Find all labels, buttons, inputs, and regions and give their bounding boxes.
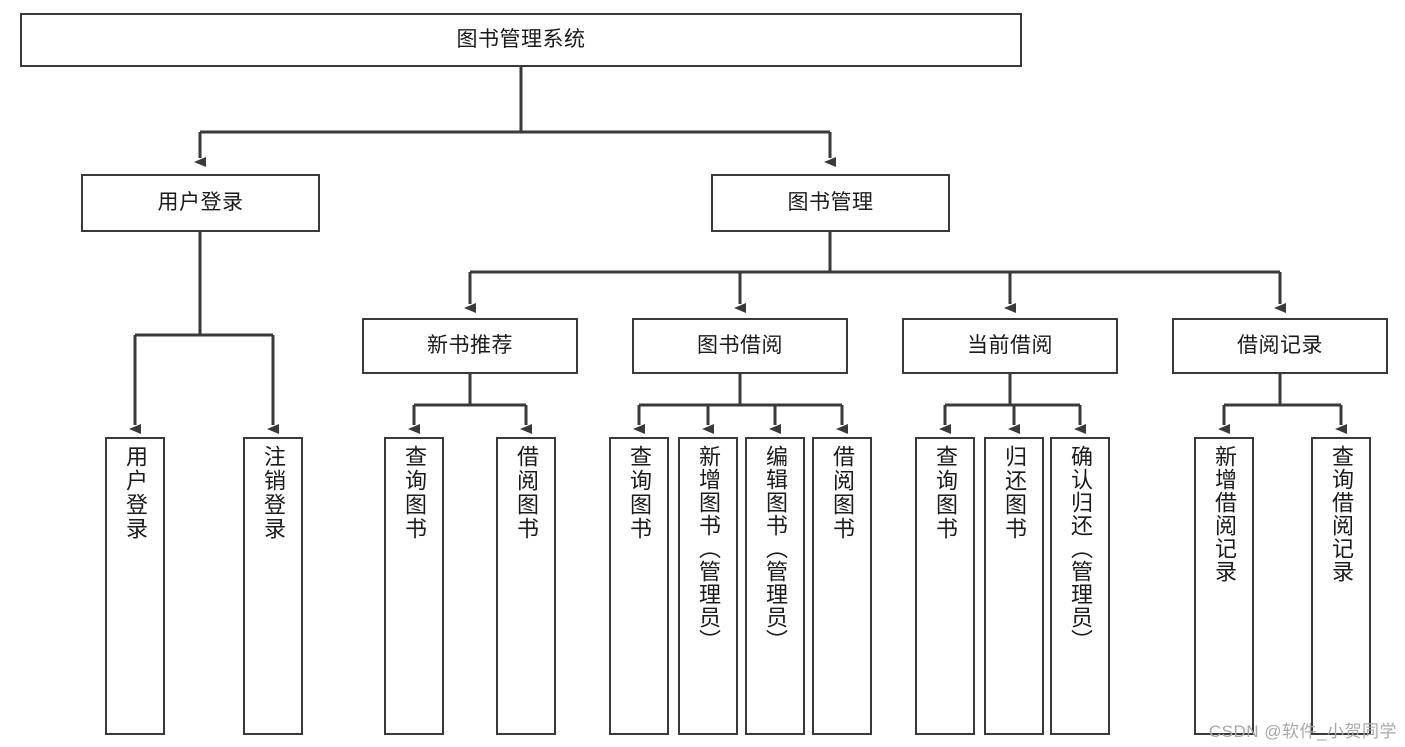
leaf-book-borrow-borrow-book[interactable]: 借阅图书 xyxy=(812,437,872,735)
node-label: 当前借阅 xyxy=(967,334,1053,358)
node-label: 注销登录 xyxy=(261,445,286,541)
node-label: 借阅图书 xyxy=(514,445,539,541)
node-label: 编辑图书（管理员） xyxy=(763,445,788,652)
leaf-current-borrow-query-book[interactable]: 查询图书 xyxy=(915,437,975,735)
node-current-borrow[interactable]: 当前借阅 xyxy=(902,318,1118,374)
leaf-current-borrow-return-book[interactable]: 归还图书 xyxy=(984,437,1044,735)
leaf-borrow-record-query-record[interactable]: 查询借阅记录 xyxy=(1311,437,1371,735)
leaf-borrow-record-add-record[interactable]: 新增借阅记录 xyxy=(1194,437,1254,735)
node-label: 归还图书 xyxy=(1002,445,1027,541)
node-label: 用户登录 xyxy=(123,445,148,541)
node-book-management[interactable]: 图书管理 xyxy=(711,174,950,232)
leaf-user-login-logout[interactable]: 注销登录 xyxy=(243,437,303,735)
leaf-new-book-query-book[interactable]: 查询图书 xyxy=(384,437,444,735)
node-label: 查询图书 xyxy=(402,445,427,541)
node-label: 图书管理系统 xyxy=(456,28,586,52)
watermark: CSDN @软件_小贺同学 xyxy=(1208,722,1397,741)
leaf-new-book-borrow-book[interactable]: 借阅图书 xyxy=(496,437,556,735)
node-label: 确认归还（管理员） xyxy=(1068,445,1093,652)
leaf-book-borrow-add-book-admin[interactable]: 新增图书（管理员） xyxy=(678,437,738,735)
leaf-book-borrow-edit-book-admin[interactable]: 编辑图书（管理员） xyxy=(745,437,805,735)
node-label: 新书推荐 xyxy=(427,334,513,358)
node-label: 查询图书 xyxy=(627,445,652,541)
node-new-book-recommend[interactable]: 新书推荐 xyxy=(362,318,578,374)
leaf-book-borrow-query-book[interactable]: 查询图书 xyxy=(609,437,669,735)
node-label: 新增图书（管理员） xyxy=(696,445,721,652)
node-label: 查询借阅记录 xyxy=(1329,445,1354,583)
node-label: 图书借阅 xyxy=(697,334,783,358)
node-label: 新增借阅记录 xyxy=(1212,445,1237,583)
node-book-borrow[interactable]: 图书借阅 xyxy=(632,318,848,374)
node-label: 借阅记录 xyxy=(1237,334,1323,358)
node-label: 借阅图书 xyxy=(830,445,855,541)
node-user-login[interactable]: 用户登录 xyxy=(81,174,320,232)
node-label: 查询图书 xyxy=(933,445,958,541)
leaf-current-borrow-confirm-return-admin[interactable]: 确认归还（管理员） xyxy=(1050,437,1110,735)
node-borrow-record[interactable]: 借阅记录 xyxy=(1172,318,1388,374)
node-label: 图书管理 xyxy=(787,191,874,215)
leaf-user-login-login[interactable]: 用户登录 xyxy=(105,437,165,735)
node-label: 用户登录 xyxy=(157,191,244,215)
node-root-book-management-system[interactable]: 图书管理系统 xyxy=(20,13,1022,67)
